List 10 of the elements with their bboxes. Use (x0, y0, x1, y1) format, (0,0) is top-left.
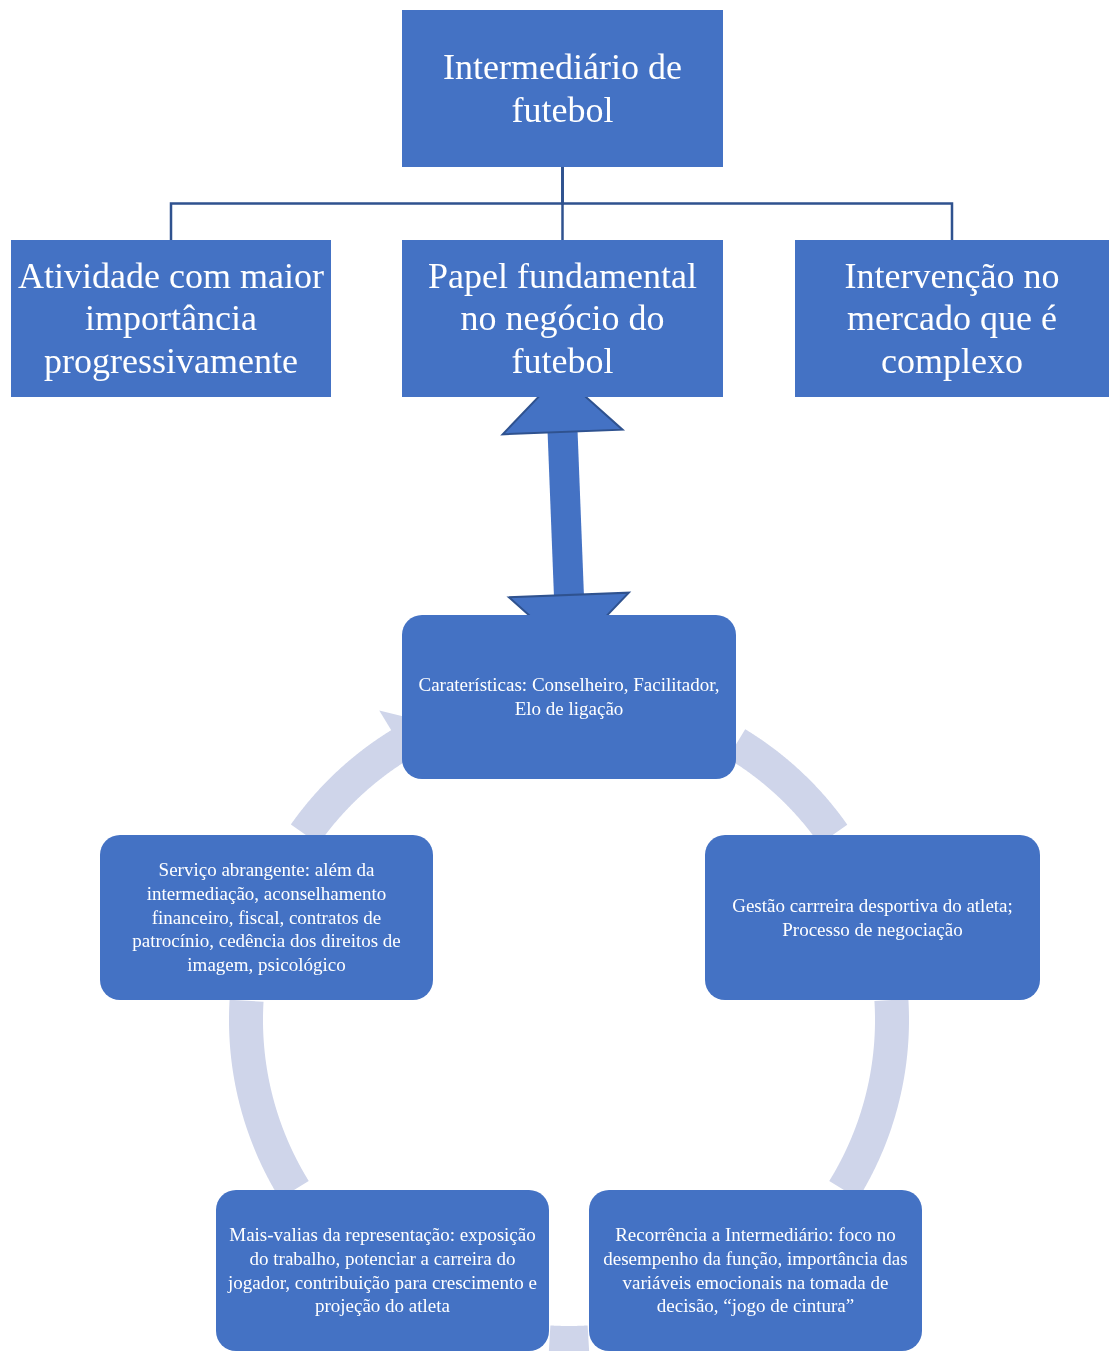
title-box: Intermediário de futebol (402, 10, 723, 167)
title-box: Atividade com maior importância progressivamente (11, 240, 331, 397)
rounded-box: Mais-valias da representação: exposição do trabalho, potenciar a carreira do jogador, contribuição para crescimento e projeção do atleta (216, 1190, 549, 1351)
title-box: Intervenção no mercado que é complexo (795, 240, 1109, 397)
rounded-box: Serviço abrangente: além da intermediação, aconselhamento financeiro, fiscal, contratos de patrocínio, cedência dos direitos de imagem, psicológico (100, 835, 433, 1000)
rounded-box: Recorrência a Intermediário: foco no desempenho da função, importância das variáveis emocionais na tomada de decisão, “jogo de cintura” (589, 1190, 922, 1351)
connector-line (561, 167, 954, 240)
title-box: Papel fundamental no negócio do futebol (402, 240, 723, 397)
rounded-box: Gestão carrreira desportiva do atleta; Processo de negociação (705, 835, 1040, 1000)
rounded-box: Caraterísticas: Conselheiro, Facilitador, Elo de ligação (402, 615, 736, 779)
